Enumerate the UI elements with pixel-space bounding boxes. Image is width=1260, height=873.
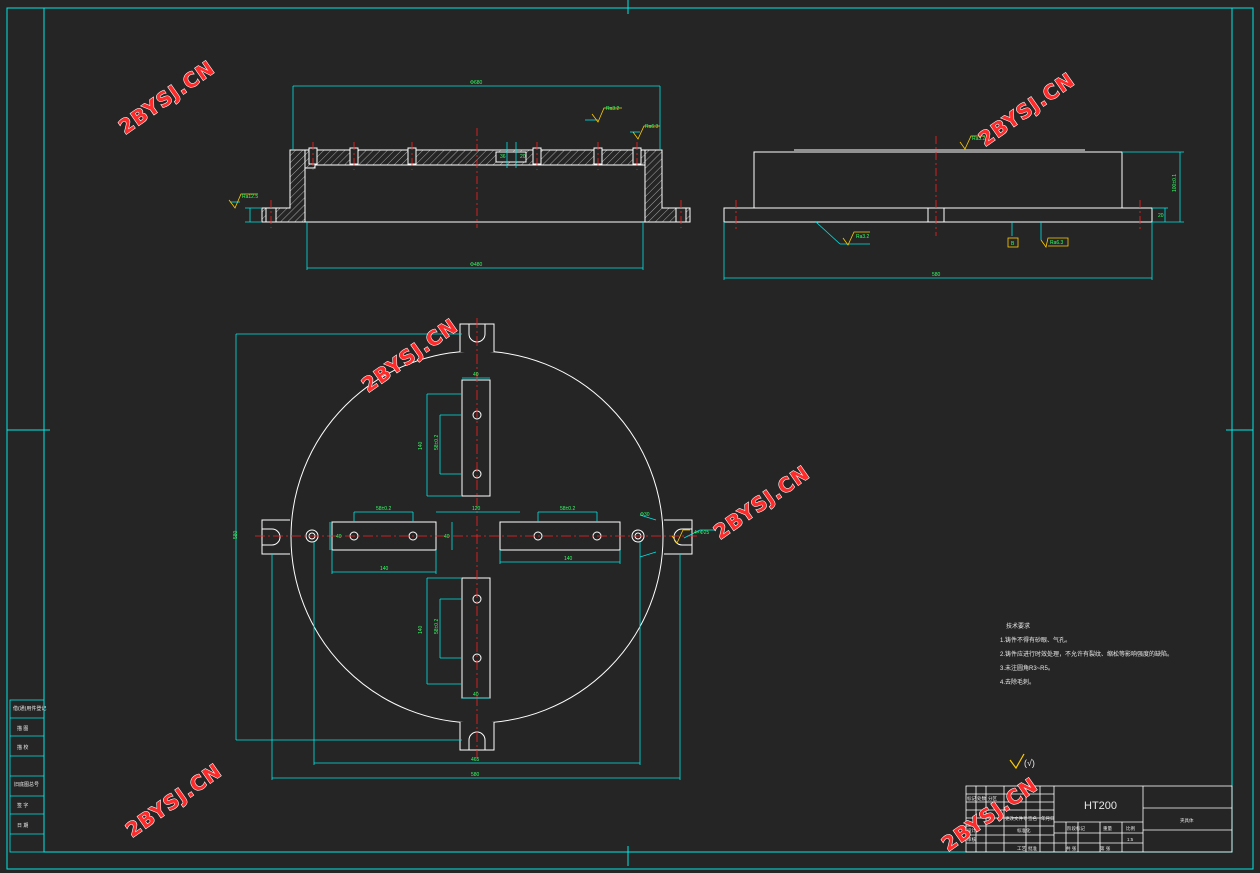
dim-side-flange: 20 bbox=[1158, 213, 1164, 219]
dim-ear-hole: 4×Φ25 bbox=[694, 530, 709, 536]
watermark: 2BYSJ.CN bbox=[974, 68, 1079, 152]
side-table-row: 描 图 bbox=[17, 725, 28, 732]
dim-plan-hole-span: 465 bbox=[471, 757, 480, 763]
title-cell: 设计 bbox=[967, 827, 976, 834]
dim-side-a: 40 bbox=[336, 534, 342, 540]
notes-line: 4.去除毛刺。 bbox=[1000, 678, 1035, 686]
dim-bottom-width: Φ480 bbox=[470, 262, 483, 268]
dim-left-slot-len: 140 bbox=[380, 566, 389, 572]
dim-top-slot-len: 140 bbox=[418, 441, 424, 450]
title-cell: 审核 bbox=[967, 836, 976, 843]
roughness-left: Ra12.5 bbox=[242, 194, 258, 200]
dim-slot: 36 bbox=[500, 154, 506, 160]
dim-bottom-slot-width: 40 bbox=[473, 692, 479, 698]
dim-right-slot-len: 140 bbox=[564, 556, 573, 562]
dim-bottom-slot-tol: 58±0.2 bbox=[434, 619, 440, 634]
dim-top-slot-width: 40 bbox=[473, 372, 479, 378]
title-block: HT200 夹具体 标记 处数 分区 更改文件号 签名 年月日 设计 标准化 阶… bbox=[965, 785, 1233, 853]
side-table-row: 借(通)用件登记 bbox=[13, 705, 46, 712]
roughness-top-right-2: Ra6.3 bbox=[645, 124, 659, 130]
front-section-view: Φ680 Φ480 36 20 Ra3.2 Ra6.3 Ra12.5 bbox=[228, 80, 691, 270]
roughness-side-top: Ra3.2 bbox=[972, 136, 986, 142]
title-part-name: 夹具体 bbox=[1180, 817, 1194, 824]
title-cell: 分区 bbox=[988, 795, 997, 802]
title-cell: 重量 bbox=[1103, 825, 1112, 832]
title-cell: 处数 bbox=[977, 795, 986, 802]
dim-side-length: 580 bbox=[932, 272, 941, 278]
title-cell: 更改文件号 bbox=[1005, 815, 1028, 822]
watermark: 2BYSJ.CN bbox=[709, 461, 814, 545]
general-roughness: (√) bbox=[1009, 753, 1035, 770]
watermark: 2BYSJ.CN bbox=[114, 56, 219, 140]
notes-line: 1.铸件不得有砂眼、气孔。 bbox=[1000, 636, 1071, 644]
datum-b: B bbox=[1011, 241, 1015, 247]
title-material: HT200 bbox=[1084, 800, 1117, 812]
technical-notes: 技术要求 1.铸件不得有砂眼、气孔。 2.铸件应进行时效处理，不允许有裂纹、缩松… bbox=[1000, 622, 1173, 686]
watermark: 2BYSJ.CN bbox=[357, 314, 462, 398]
dim-side-b: 40 bbox=[444, 534, 450, 540]
title-cell: 批准 bbox=[1028, 845, 1037, 852]
dim-plan-overall-width: 580 bbox=[471, 772, 480, 778]
dim-center: 120 bbox=[472, 506, 481, 512]
watermarks: 2BYSJ.CN 2BYSJ.CN 2BYSJ.CN 2BYSJ.CN 2BYS… bbox=[114, 55, 1080, 857]
title-cell: 阶段标记 bbox=[1067, 825, 1085, 832]
dim-right-thickness: 20 bbox=[520, 154, 526, 160]
side-table-row: 签 字 bbox=[17, 802, 28, 809]
title-cell: 共 张 bbox=[1066, 845, 1077, 852]
plan-view: 580 580 465 40 140 58±0.2 140 58±0.2 40 … bbox=[233, 318, 716, 780]
sheet-frame bbox=[6, 0, 1254, 870]
dim-left-slot-tol: 58±0.2 bbox=[376, 506, 391, 512]
title-cell: 第 张 bbox=[1100, 845, 1111, 852]
dim-hole: Φ30 bbox=[640, 512, 650, 518]
roughness-general-label: (√) bbox=[1024, 758, 1035, 768]
notes-title: 技术要求 bbox=[1006, 622, 1030, 630]
dim-top-width: Φ680 bbox=[470, 80, 483, 86]
dim-bottom-slot-len: 140 bbox=[418, 625, 424, 634]
roughness-top-right-1: Ra3.2 bbox=[606, 106, 620, 112]
title-cell: 标记 bbox=[967, 795, 976, 802]
dim-right-slot-tol: 58±0.2 bbox=[560, 506, 575, 512]
title-cell: 比例 bbox=[1126, 825, 1135, 832]
dim-side-height: 100±0.1 bbox=[1172, 174, 1178, 192]
title-cell: 年月日 bbox=[1041, 815, 1055, 822]
notes-line: 2.铸件应进行时效处理，不允许有裂纹、缩松等影响强度的缺陷。 bbox=[1000, 650, 1173, 658]
side-table-row: 日 期 bbox=[17, 823, 28, 829]
title-cell: 1:5 bbox=[1127, 837, 1134, 842]
side-table-row: 旧底图总号 bbox=[14, 781, 39, 788]
notes-line: 3.未注圆角R3~R5。 bbox=[1000, 664, 1054, 672]
side-table-row: 描 校 bbox=[17, 744, 28, 751]
roughness-side-bottom: Ra3.2 bbox=[856, 234, 870, 240]
roughness-side-box: Ra6.3 bbox=[1050, 240, 1064, 246]
dim-plan-height: 580 bbox=[233, 530, 239, 539]
dim-top-slot-tol: 58±0.2 bbox=[434, 435, 440, 450]
title-cell: 工艺 bbox=[1017, 846, 1026, 851]
side-table: 借(通)用件登记 描 图 描 校 旧底图总号 签 字 日 期 bbox=[9, 699, 46, 853]
side-view: 580 100±0.1 20 Ra3.2 Ra3.2 B Ra6.3 bbox=[723, 135, 1184, 280]
title-cell: 标准化 bbox=[1017, 827, 1031, 834]
watermark: 2BYSJ.CN bbox=[121, 759, 226, 843]
title-cell: 签名 bbox=[1028, 815, 1037, 822]
